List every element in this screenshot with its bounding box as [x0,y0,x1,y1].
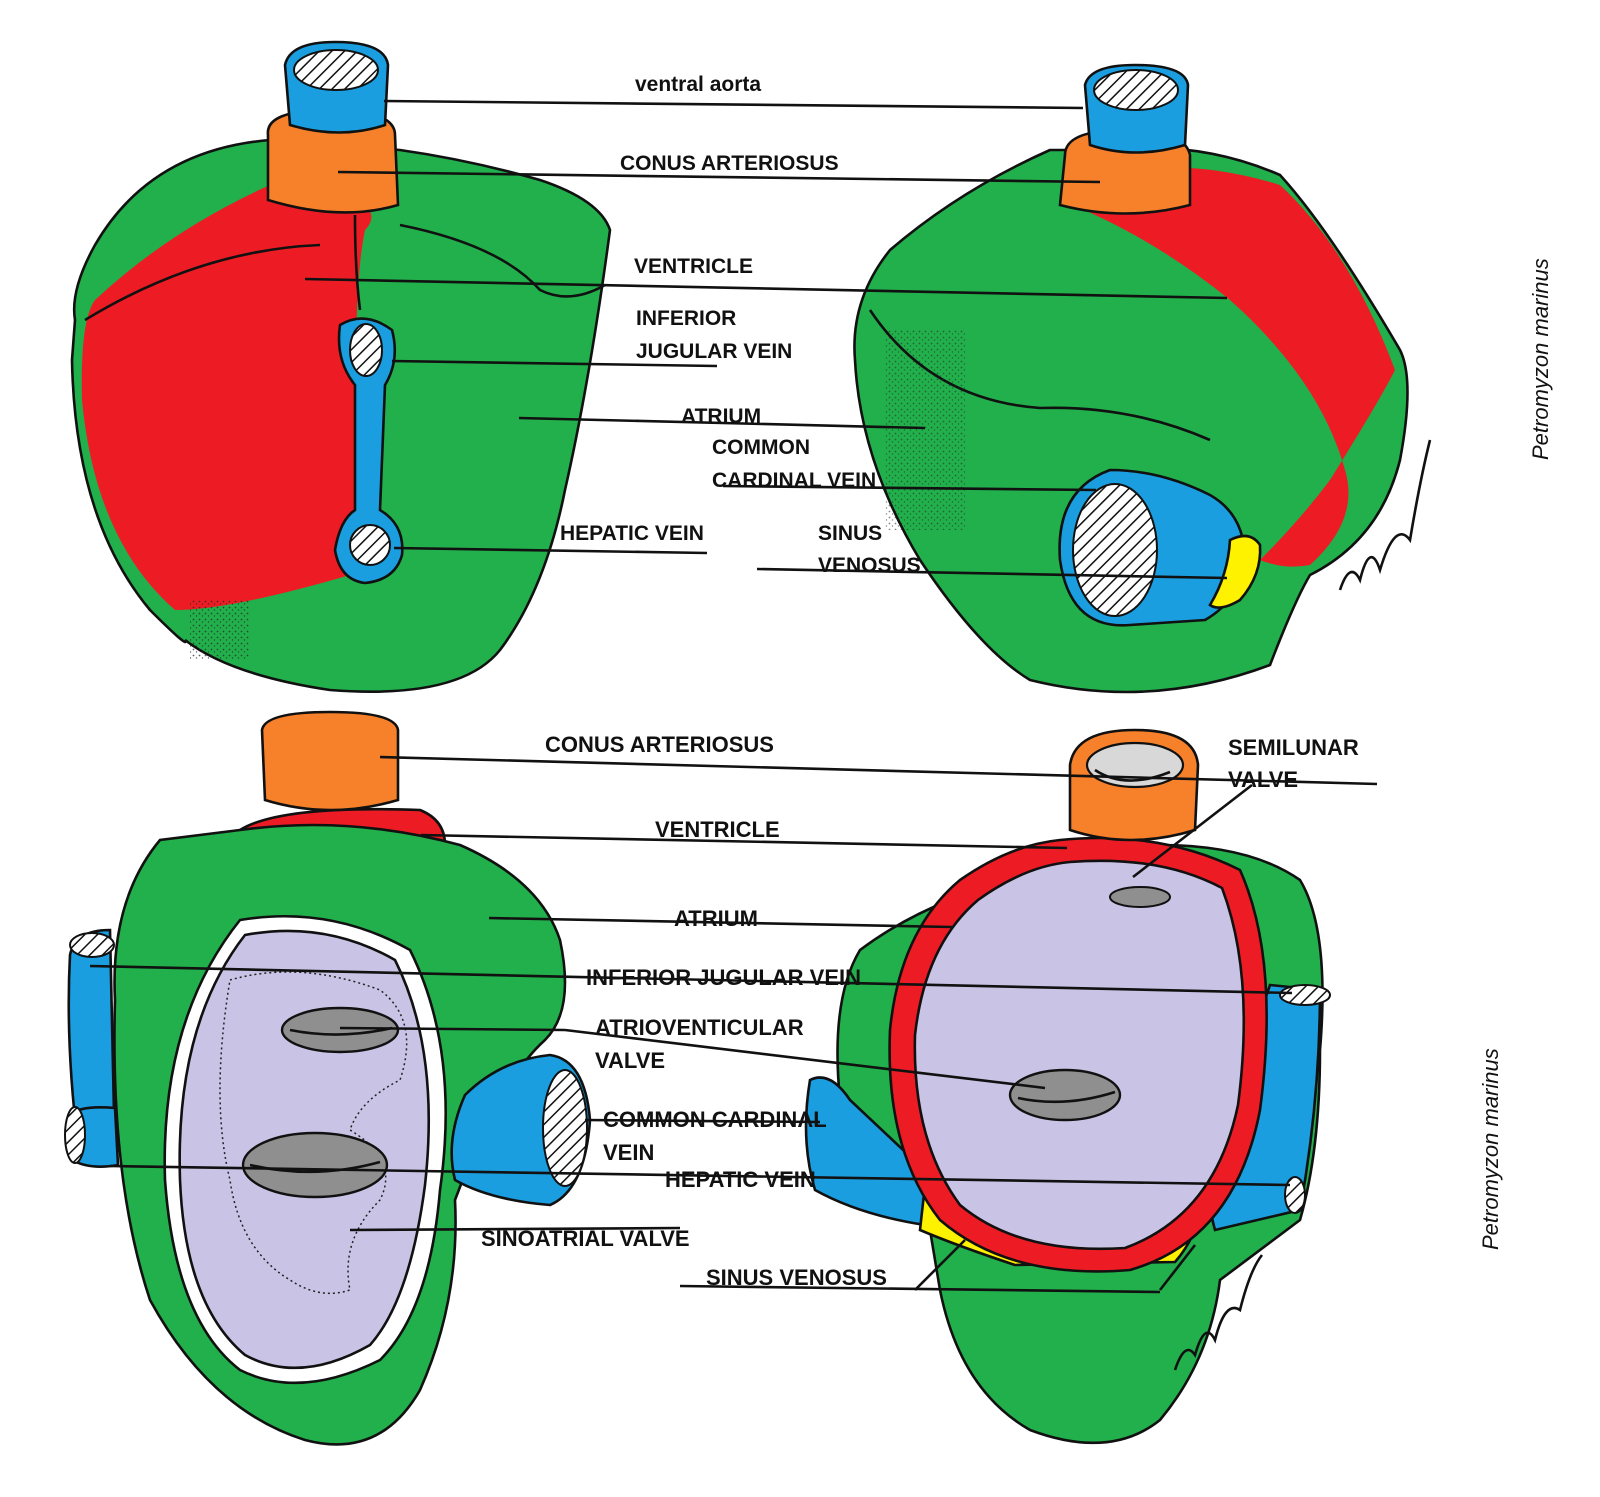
aorta-lumen-tl [293,49,379,91]
semilunar-valve-inner-br [1109,886,1171,908]
conus-arteriosus-bl [260,710,400,812]
label-sinus-venosus-top-2: VENOSUS [818,554,921,577]
common-cardinal-vein-br [804,1076,937,1227]
hepatic-lumen-tl [349,524,391,566]
ij-lumen-tl [349,323,383,377]
heart-bottom-left [64,710,592,1446]
label-semilunar-valve-1: SEMILUNAR [1228,735,1359,760]
label-atrium-bottom: ATRIUM [674,906,758,931]
ventricle-lumen-br [913,859,1246,1251]
ventricle-shape-tr [1060,167,1395,567]
heart-bottom-right [804,728,1331,1445]
label-sinoatrial-valve: SINOATRIAL VALVE [481,1226,690,1251]
label-common-cardinal-bottom-2: VEIN [603,1140,654,1165]
inferior-jugular-vein-tl [333,317,404,585]
label-inferior-jugular-bottom: INFERIOR JUGULAR VEIN [586,965,861,990]
artist-signature-br [1173,1254,1264,1371]
label-ventricle-top: VENTRICLE [634,255,753,278]
label-common-cardinal-top-2: CARDINAL VEIN [712,469,876,492]
atrioventricular-valve-bl [280,1006,400,1054]
label-conus-arteriosus-bottom: CONUS ARTERIOSUS [545,732,774,757]
conus-arteriosus-tl [266,108,400,214]
label-inferior-jugular-top-2: JUGULAR VEIN [636,340,792,363]
leader-lines [89,99,1378,1294]
label-av-valve-2: VALVE [595,1048,665,1073]
label-common-cardinal-bottom-1: COMMON CARDINAL [603,1107,827,1132]
label-sinus-venosus-bottom: SINUS VENOSUS [706,1265,887,1290]
label-common-cardinal-top-1: COMMON [712,436,810,459]
label-atrium-top: ATRIUM [681,405,761,428]
label-ventral-aorta: ventral aorta [635,73,761,96]
artist-signature-tr [1338,439,1432,591]
sinoatrial-valve-bl [241,1131,389,1199]
species-label-bottom: Petromyzon marinus [1478,1048,1503,1250]
ccv-lumen-tr [1072,483,1158,617]
label-av-valve-1: ATRIOVENTICULAR [595,1015,804,1040]
species-label-top: Petromyzon marinus [1528,258,1553,460]
labels: ventral aorta CONUS ARTERIOSUS VENTRICLE… [481,73,1553,1290]
aorta-lumen-tr [1093,69,1179,111]
label-hepatic-vein-bottom: HEPATIC VEIN [665,1167,816,1192]
label-semilunar-valve-2: VALVE [1228,767,1298,792]
label-hepatic-vein-top: HEPATIC VEIN [560,522,704,545]
heart-top-right [853,63,1432,694]
ventricle-shape-tl [81,185,372,610]
sinus-venosus-tr [1208,534,1262,609]
label-sinus-venosus-top-1: SINUS [818,522,882,545]
label-conus-arteriosus-top: CONUS ARTERIOSUS [620,152,839,175]
heart-top-left [70,40,612,693]
label-ventricle-bottom: VENTRICLE [655,817,780,842]
label-inferior-jugular-top-1: INFERIOR [636,307,736,330]
atrioventricular-valve-br [1008,1068,1122,1122]
